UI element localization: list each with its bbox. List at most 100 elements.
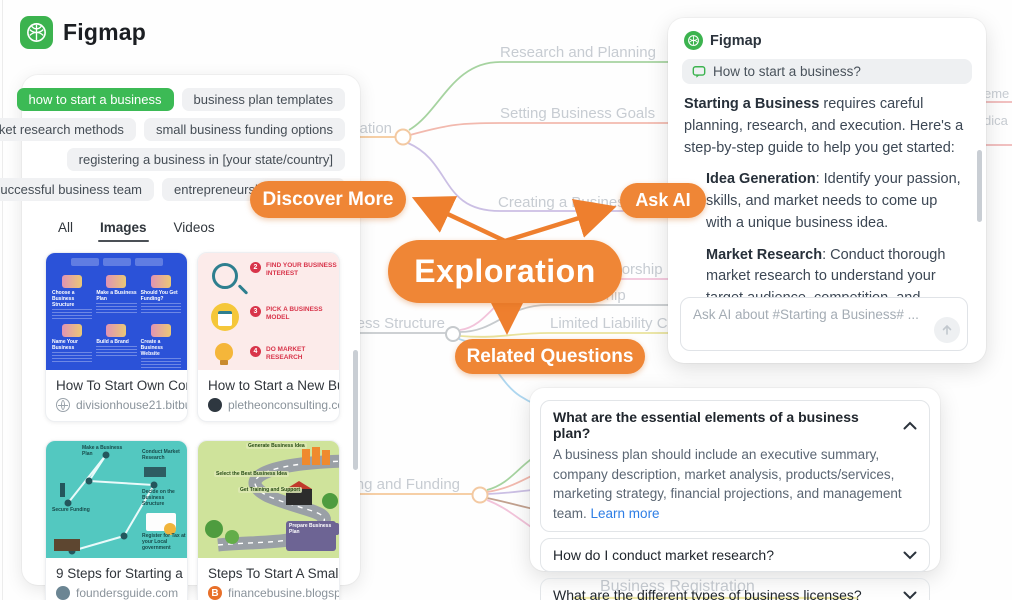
thumb-label: Register for Tax at your Local governmen… — [142, 533, 186, 551]
question-item-collapsed[interactable]: What are the different types of business… — [540, 578, 930, 600]
app-header: Figmap — [20, 16, 146, 49]
site-favicon — [208, 398, 222, 412]
thumb-label: Create a Business Website — [140, 339, 163, 357]
mindmap-node-fragment-2[interactable]: dica — [984, 113, 1008, 128]
tab-videos[interactable]: Videos — [173, 220, 215, 235]
related-questions-panel: What are the essential elements of a bus… — [530, 388, 940, 600]
thumb-label: Make a Business Plan — [96, 290, 137, 302]
image-card-2[interactable]: 2 FIND YOUR BUSINESS INTEREST 3 PICK A B… — [197, 252, 340, 422]
tab-images[interactable]: Images — [98, 220, 149, 242]
question-text: How do I conduct market research? — [553, 547, 774, 564]
chevron-down-icon[interactable] — [903, 591, 917, 600]
thumb-label: Generate Business Idea — [246, 443, 307, 449]
ask-ai-input-container — [680, 297, 968, 351]
card-source[interactable]: foundersguide.com — [46, 584, 187, 600]
thumbnail-teal-flow: Make a Business Plan Conduct Market Rese… — [46, 441, 187, 558]
thumb-label: Choose a Business Structure — [52, 290, 75, 308]
ask-ai-button[interactable]: Ask AI — [620, 183, 706, 218]
ai-answer-item: Idea Generation: Identify your passion, … — [706, 171, 961, 231]
thumb-label: Get Training and Support — [238, 487, 302, 493]
question-text: What are the essential elements of a bus… — [553, 409, 859, 441]
image-card-3[interactable]: Make a Business Plan Conduct Market Rese… — [45, 440, 188, 600]
source-domain: pletheonconsulting.com — [228, 398, 339, 412]
step-label: DO MARKET RESEARCH — [266, 346, 306, 361]
thumb-label: Secure Funding — [52, 507, 90, 513]
thumb-label: Conduct Market Research — [142, 449, 180, 461]
mindmap-node-research-planning[interactable]: Research and Planning — [500, 44, 656, 61]
brand-name: Figmap — [63, 19, 146, 45]
ai-panel-title: Figmap — [710, 32, 762, 49]
ai-question-bubble[interactable]: How to start a business? — [682, 59, 972, 84]
image-card-1[interactable]: Choose a Business Structure Make a Busin… — [45, 252, 188, 422]
mindmap-node-creating-business[interactable]: Creating a Business — [498, 194, 633, 211]
step-number: 3 — [250, 306, 261, 317]
mindmap-node-business-goals[interactable]: Setting Business Goals — [500, 105, 656, 122]
globe-icon — [56, 398, 70, 412]
canvas-edge-line — [2, 0, 3, 600]
mindmap-node-fragment-1[interactable]: eme — [984, 86, 1010, 101]
source-domain: financebusine.blogspot.com — [228, 586, 339, 600]
thumbnail-green-roadmap: Generate Business Idea Select the Best B… — [198, 441, 339, 558]
chevron-down-icon[interactable] — [903, 551, 917, 560]
thumbnail-pink-steps: 2 FIND YOUR BUSINESS INTEREST 3 PICK A B… — [198, 253, 339, 370]
learn-more-link[interactable]: Learn more — [590, 505, 660, 521]
site-favicon — [56, 586, 70, 600]
discover-more-button[interactable]: Discover More — [250, 181, 406, 218]
question-answer: A business plan should include an execut… — [553, 447, 902, 521]
search-results-panel: how to start a business business plan te… — [0, 75, 360, 600]
chat-bubble-icon — [692, 65, 706, 78]
card-title: Steps To Start A Small Busi... — [208, 566, 339, 581]
blogger-icon: B — [208, 586, 222, 600]
magnifier-icon — [212, 263, 238, 289]
figmap-logo-icon — [20, 16, 53, 49]
chevron-up-icon[interactable] — [903, 421, 917, 430]
card-title: How to Start a New Busine... — [208, 378, 339, 393]
source-domain: foundersguide.com — [76, 586, 179, 600]
image-results-grid: Choose a Business Structure Make a Busin… — [22, 242, 360, 600]
question-item-expanded[interactable]: What are the essential elements of a bus… — [540, 400, 930, 533]
chip-how-to-start[interactable]: how to start a business — [16, 88, 174, 111]
calendar-icon — [211, 303, 239, 331]
thumb-label: Prepare Business Plan — [287, 523, 339, 535]
chip-plan-templates[interactable]: business plan templates — [181, 88, 345, 111]
thumb-label: Build a Brand — [96, 339, 129, 345]
thumb-label: Name Your Business — [52, 339, 78, 351]
source-domain: divisionhouse21.bitbucket.io — [76, 398, 187, 412]
question-item-collapsed[interactable]: How do I conduct market research? — [540, 538, 930, 573]
lightbulb-icon — [215, 343, 233, 365]
mindmap-node-business-registration[interactable]: Business Registration — [600, 578, 755, 595]
tab-all[interactable]: All — [58, 220, 74, 235]
ai-chat-panel: Figmap How to start a business? Starting… — [668, 18, 986, 363]
step-label: FIND YOUR BUSINESS INTEREST — [266, 262, 337, 277]
exploration-node[interactable]: Exploration — [388, 240, 622, 303]
chip-market-research[interactable]: market research methods — [0, 118, 136, 141]
figmap-logo-icon — [684, 31, 703, 50]
step-number: 2 — [250, 262, 261, 273]
ask-ai-input[interactable] — [693, 307, 923, 322]
thumbnail-blue-infographic: Choose a Business Structure Make a Busin… — [46, 253, 187, 370]
ai-answer: Starting a Business requires careful pla… — [668, 84, 986, 332]
card-source[interactable]: pletheonconsulting.com — [198, 396, 339, 421]
ai-question-text: How to start a business? — [713, 64, 861, 79]
send-button[interactable] — [934, 317, 960, 343]
step-label: PICK A BUSINESS MODEL — [266, 306, 323, 321]
thumb-label: Should You Get Funding? — [140, 290, 178, 302]
chip-funding-options[interactable]: small business funding options — [143, 118, 345, 141]
card-title: 9 Steps for Starting a Busin... — [56, 566, 187, 581]
related-questions-button[interactable]: Related Questions — [455, 339, 645, 374]
thumb-label: Decide on the Business Structure — [142, 489, 175, 507]
result-tabs: All Images Videos — [22, 212, 360, 242]
chip-business-team[interactable]: building a successful business team — [0, 178, 155, 201]
ai-panel-scrollbar[interactable] — [977, 150, 982, 222]
image-card-4[interactable]: Generate Business Idea Select the Best B… — [197, 440, 340, 600]
chip-registering[interactable]: registering a business in [your state/co… — [66, 148, 345, 171]
card-source[interactable]: B financebusine.blogspot.com — [198, 584, 339, 600]
step-number: 4 — [250, 346, 261, 357]
question-text: What are the different types of business… — [553, 587, 862, 600]
arrow-up-icon — [942, 324, 952, 335]
card-source[interactable]: divisionhouse21.bitbucket.io — [46, 396, 187, 421]
thumb-label: Make a Business Plan — [82, 445, 123, 457]
left-panel-scrollbar[interactable] — [353, 350, 358, 470]
